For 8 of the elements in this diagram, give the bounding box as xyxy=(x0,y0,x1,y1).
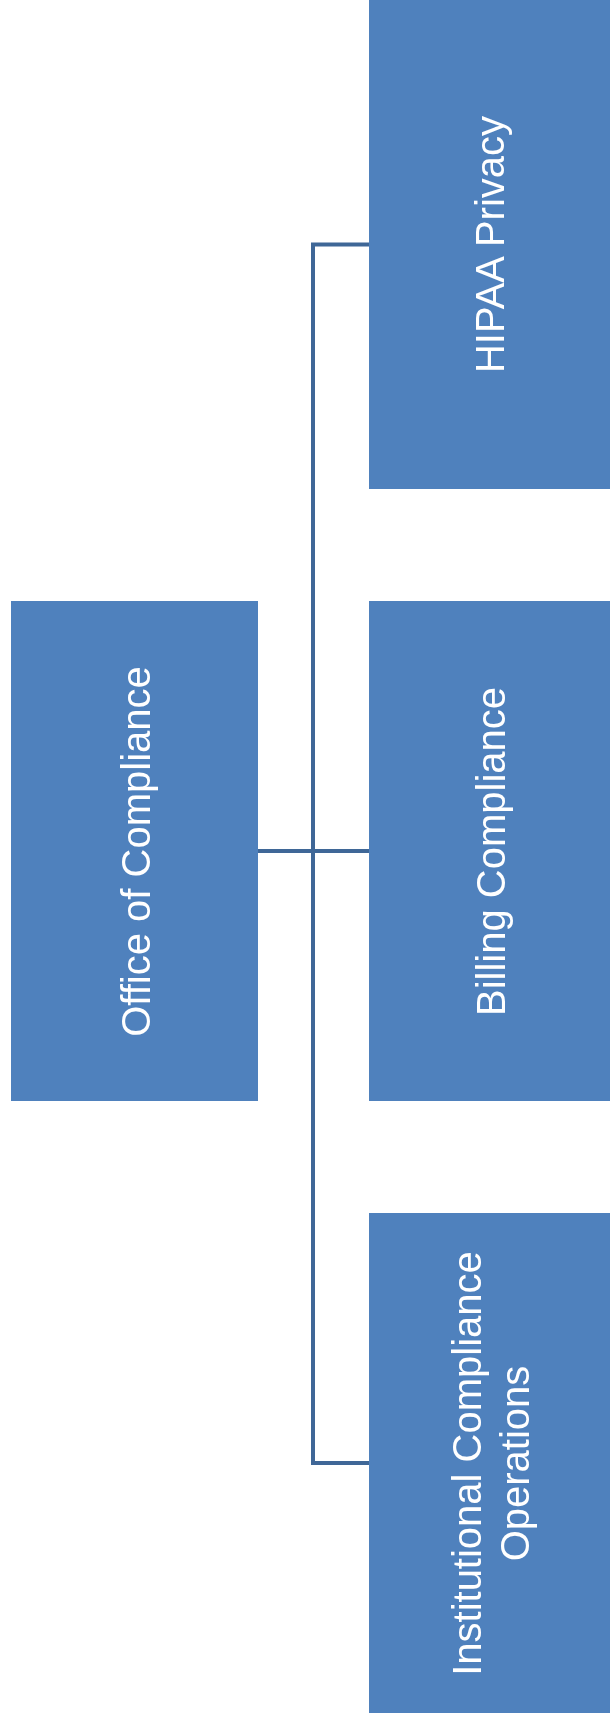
org-box xyxy=(369,601,610,1101)
org-box xyxy=(369,1213,610,1713)
org-box xyxy=(11,601,258,1101)
box-label: HIPAA Privacy xyxy=(466,115,513,374)
org-box xyxy=(369,0,610,489)
box-label: Billing Compliance xyxy=(466,686,514,1016)
box-label: Office of Compliance xyxy=(111,665,159,1037)
box-label: Institutional Compliance Operations xyxy=(442,1249,538,1678)
